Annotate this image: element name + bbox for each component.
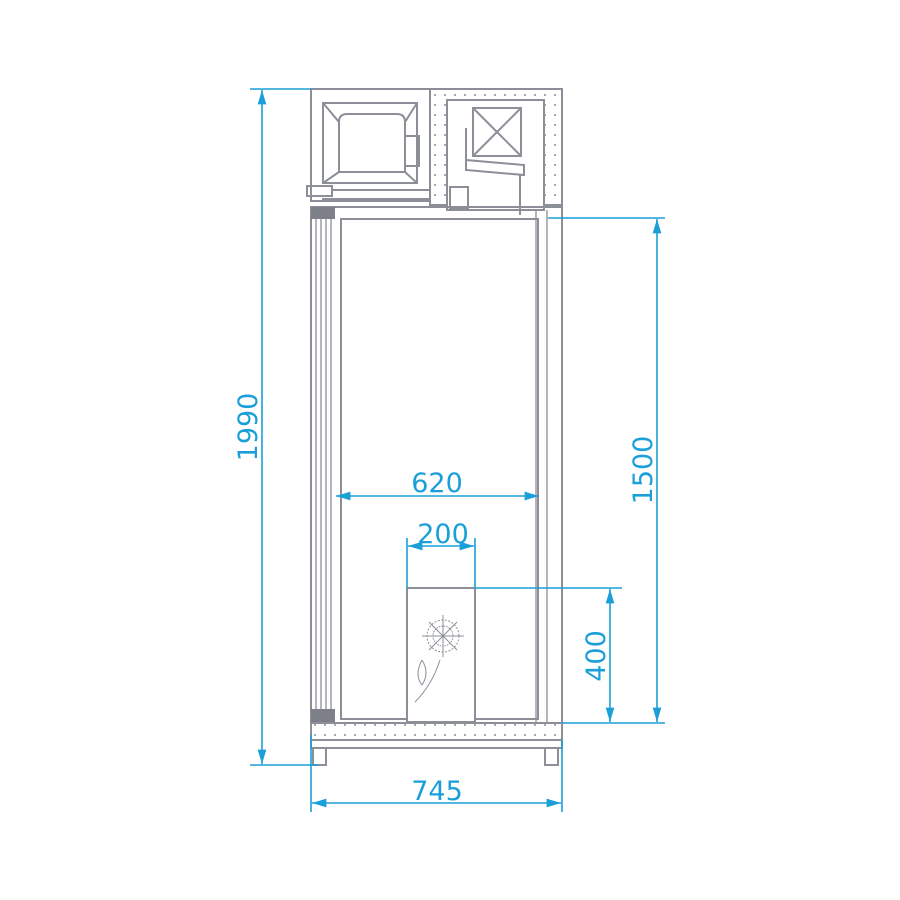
dimension-label: 620 — [411, 468, 463, 499]
dimension-label: 745 — [411, 776, 463, 807]
dimension-total-height: 1990 — [233, 88, 318, 766]
dimension-label: 400 — [581, 630, 612, 682]
flower-icon — [414, 615, 464, 703]
dimension-label: 1500 — [628, 436, 659, 505]
dimension-inner-width: 620 — [336, 468, 539, 501]
decorative-panel — [406, 587, 476, 723]
dimension-door-height: 1500 — [548, 217, 665, 724]
dimension-panel-height: 400 — [475, 587, 622, 722]
compressor-unit — [306, 88, 431, 202]
cabinet-base — [310, 722, 563, 766]
dimension-label: 1990 — [233, 393, 264, 462]
dimension-label: 200 — [417, 519, 469, 550]
evaporator-unit — [429, 88, 563, 215]
dimension-panel-width: 200 — [406, 519, 476, 588]
dimension-total-width: 745 — [310, 735, 563, 812]
